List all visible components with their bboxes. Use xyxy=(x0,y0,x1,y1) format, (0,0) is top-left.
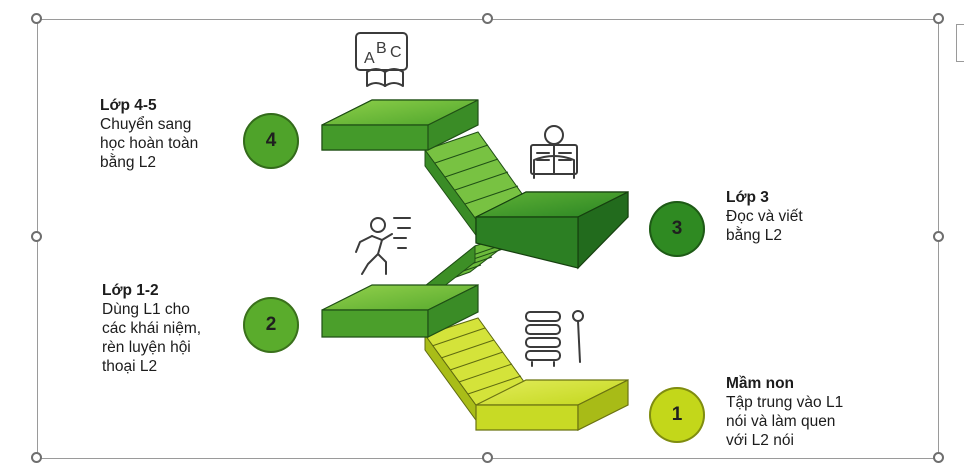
step-label-4: Lớp 4-5 Chuyển sang học hoàn toàn bằng L… xyxy=(100,96,198,172)
step-badge-2: 2 xyxy=(243,297,299,353)
abc-letter-b: B xyxy=(376,40,387,57)
step-description: Chuyển sang học hoàn toàn bằng L2 xyxy=(100,116,199,171)
step-label-1: Mầm non Tập trung vào L1 nói và làm quen… xyxy=(726,374,843,450)
step-description: Dùng L1 cho các khái niệm, rèn luyện hội… xyxy=(102,301,202,375)
step-description: Đọc và viết bằng L2 xyxy=(726,208,803,244)
resize-handle-middle-left[interactable] xyxy=(31,231,42,242)
resize-handle-bottom-right[interactable] xyxy=(933,452,944,463)
step-title: Lớp 4-5 xyxy=(100,97,157,114)
step-title: Lớp 1-2 xyxy=(102,282,159,299)
platform-2 xyxy=(321,284,479,338)
abacus-icon xyxy=(525,310,584,367)
resize-handle-top-right[interactable] xyxy=(933,13,944,24)
resize-handle-top-left[interactable] xyxy=(31,13,42,24)
abc-letter-c: C xyxy=(390,44,402,61)
resize-handle-bottom-center[interactable] xyxy=(482,452,493,463)
step-title: Lớp 3 xyxy=(726,189,769,206)
resize-handle-middle-right[interactable] xyxy=(933,231,944,242)
resize-handle-top-center[interactable] xyxy=(482,13,493,24)
stairs-3-to-4 xyxy=(424,131,531,240)
platform-1 xyxy=(475,379,629,431)
abc-book-icon xyxy=(355,32,408,87)
platform-3 xyxy=(475,191,629,270)
step-label-3: Lớp 3 Đọc và viết bằng L2 xyxy=(726,188,803,245)
person-reading-icon xyxy=(530,125,578,179)
step-badge-1: 1 xyxy=(649,387,705,443)
resize-handle-bottom-left[interactable] xyxy=(31,452,42,463)
step-title: Mầm non xyxy=(726,375,795,392)
running-person-icon xyxy=(355,217,411,275)
platform-4 xyxy=(321,99,479,151)
step-description: Tập trung vào L1 nói và làm quen với L2 … xyxy=(726,394,844,449)
abc-letter-a: A xyxy=(364,50,375,67)
step-badge-4: 4 xyxy=(243,113,299,169)
adjacent-shape-edge xyxy=(956,24,964,62)
step-badge-3: 3 xyxy=(649,201,705,257)
step-label-2: Lớp 1-2 Dùng L1 cho các khái niệm, rèn l… xyxy=(102,281,201,376)
